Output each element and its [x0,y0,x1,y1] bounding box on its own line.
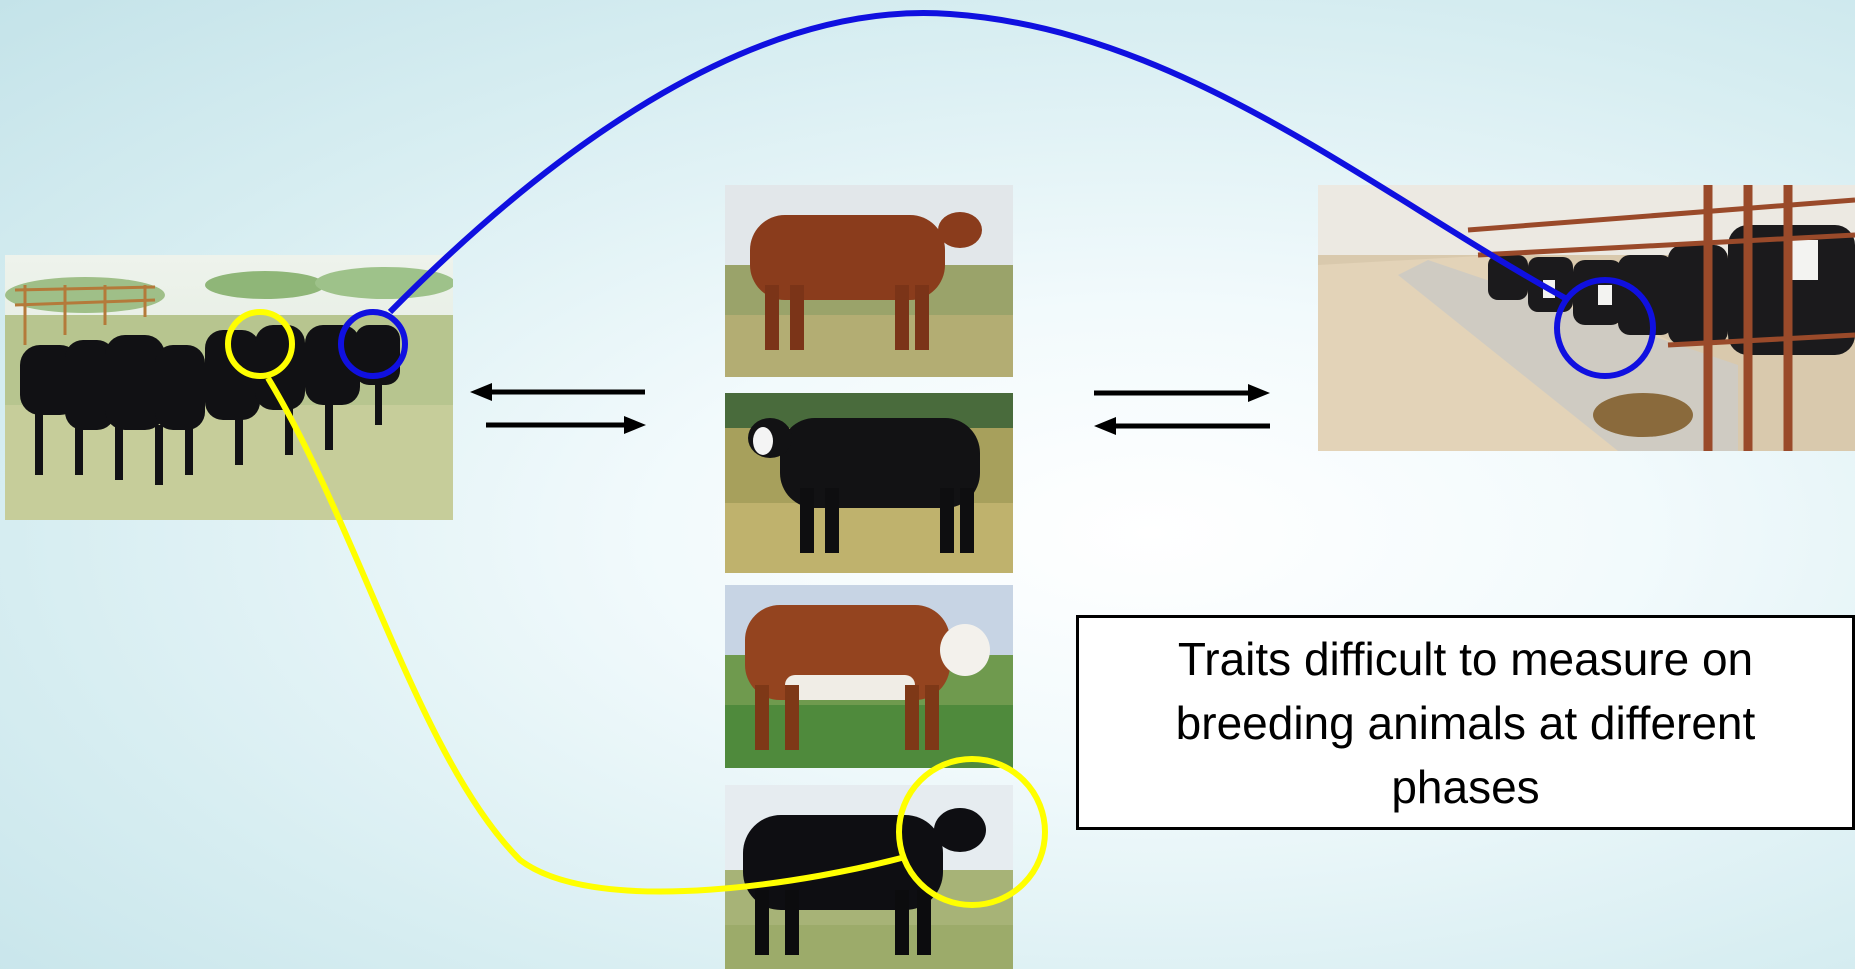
black-baldy-cow-photo [725,393,1013,573]
right-exchange-arrows [1094,384,1270,435]
left-exchange-arrows [470,383,646,434]
herd-photo [5,255,453,520]
caption-box: Traits difficult to measure on breeding … [1076,615,1855,830]
caption-text: Traits difficult to measure on breeding … [1079,627,1852,819]
feedlot-photo [1318,185,1855,451]
hereford-cow-photo [725,585,1013,768]
black-angus-cow-photo [725,785,1013,969]
red-cow-photo [725,185,1013,377]
